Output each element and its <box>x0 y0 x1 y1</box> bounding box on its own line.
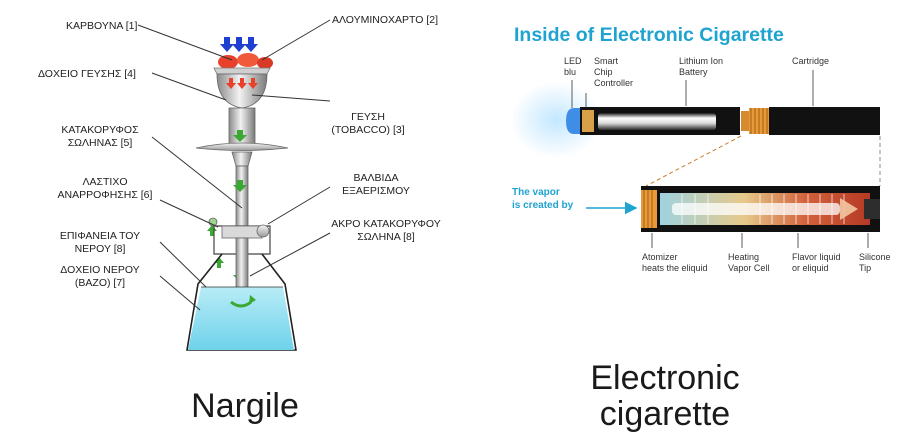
label-water-surface-line1: ΕΠΙΦΑΝΕΙΑ ΤΟΥ <box>59 230 141 242</box>
ecig-title: Inside of Electronic Cigarette <box>514 24 784 46</box>
heat-arrows <box>226 78 258 89</box>
label-silicone-line1: Silicone <box>859 252 891 262</box>
label-atomizer-line1: Atomizer <box>642 252 678 262</box>
label-flavor-bowl: ΔΟΧΕΙΟ ΓΕΥΣΗΣ [4] <box>38 68 136 80</box>
label-water-vase: ΔΟΧΕΙΟ ΝΕΡΟΥ (ΒΑΖΟ) [7] <box>40 264 160 289</box>
label-vapor-line2: is created by <box>512 200 574 211</box>
label-atomizer: Atomizer heats the eliquid <box>642 252 708 274</box>
label-vapor-line1: The vapor <box>512 187 560 198</box>
led-tip <box>566 108 580 134</box>
airflow-down-arrows <box>220 37 258 52</box>
led-glow <box>510 82 602 158</box>
label-stem-tip: ΑΚΡΟ ΚΑΤΑΚΟΡΥΦΟΥ ΣΩΛΗΝΑ [8] <box>326 218 446 243</box>
label-tobacco: ΓΕΥΣΗ (TOBACCO) [3] <box>323 111 413 136</box>
coal-pieces <box>218 53 273 69</box>
label-heating-line1: Heating <box>728 252 760 262</box>
label-flavor-line1: Flavor liquid <box>792 252 841 262</box>
water <box>188 287 294 350</box>
label-water-surface: ΕΠΙΦΑΝΕΙΑ ΤΟΥ ΝΕΡΟΥ [8] <box>40 230 160 255</box>
label-led-line1: LED <box>564 56 582 66</box>
label-water-vase-line1: ΔΟΧΕΙΟ ΝΕΡΟΥ <box>60 264 140 276</box>
label-heating: Heating Vapor Cell <box>728 252 769 274</box>
ecig-caption-line2: cigarette <box>599 395 731 433</box>
label-flavor: Flavor liquid or eliquid <box>792 252 841 274</box>
ash-tray <box>195 142 289 151</box>
purge-valve <box>256 224 270 238</box>
ecig-caption: Electronic cigarette <box>555 360 775 432</box>
ecig-drawing <box>510 82 881 232</box>
nargile-drawing <box>186 37 297 351</box>
label-vertical-stem: ΚΑΤΑΚΟΡΥΦΟΣ ΣΩΛΗΝΑΣ [5] <box>45 124 155 149</box>
label-vertical-stem-line1: ΚΑΤΑΚΟΡΥΦΟΣ <box>61 124 139 136</box>
cartridge-body <box>769 107 880 135</box>
label-atomizer-line2: heats the eliquid <box>642 263 708 273</box>
label-led: LED blu <box>564 56 582 78</box>
nargile-caption: Nargile <box>191 387 299 425</box>
label-coal: ΚΑΡΒΟΥΝΑ [1] <box>66 20 138 32</box>
label-tobacco-line2: (TOBACCO) [3] <box>331 123 405 136</box>
label-battery-line2: Battery <box>679 67 708 77</box>
label-chip: Smart Chip Controller <box>594 56 633 89</box>
label-purge-valve: ΒΑΛΒΙΔΑ ΕΞΑΕΡΙΣΜΟΥ <box>336 172 416 197</box>
label-hose-line2: ΑΝΑΡΡΟΦΗΣΗΣ [6] <box>57 188 153 201</box>
label-chip-line2: Chip <box>594 67 613 77</box>
bowl-neck <box>228 107 256 147</box>
label-stem-tip-line1: ΑΚΡΟ ΚΑΤΑΚΟΡΥΦΟΥ <box>331 218 441 230</box>
label-silicone: Silicone Tip <box>859 252 891 274</box>
nargile-leader-lines <box>137 19 331 311</box>
aluminium-foil <box>213 67 271 75</box>
label-led-line2: blu <box>564 67 577 77</box>
thread-connector <box>741 108 769 134</box>
label-vertical-stem-line2: ΣΩΛΗΝΑΣ [5] <box>67 136 133 149</box>
label-heating-line2: Vapor Cell <box>728 263 770 273</box>
label-hose: ΛΑΣΤΙΧΟ ΑΝΑΡΡΟΦΗΣΗΣ [6] <box>50 176 160 201</box>
label-vapor: The vapor is created by <box>512 186 573 212</box>
cartridge-closeup <box>641 186 880 232</box>
battery-cell <box>598 113 716 130</box>
label-chip-line3: Controller <box>594 78 634 88</box>
label-flavor-line2: or eliquid <box>792 263 829 273</box>
label-cartridge: Cartridge <box>792 56 830 66</box>
label-purge-valve-line1: ΒΑΛΒΙΔΑ <box>353 172 399 184</box>
stem-collar <box>231 151 253 167</box>
ecig-leader-lines <box>571 70 869 248</box>
label-stem-tip-line2: ΣΩΛΗΝΑ [8] <box>357 230 415 243</box>
label-purge-valve-line2: ΕΞΑΕΡΙΣΜΟΥ <box>342 184 410 197</box>
label-tobacco-line1: ΓΕΥΣΗ <box>351 111 385 123</box>
label-foil: ΑΛΟΥΜΙΝΟΧΑΡΤΟ [2] <box>332 14 439 26</box>
label-battery-line1: Lithium Ion <box>679 56 724 66</box>
label-battery: Lithium Ion Battery <box>679 56 723 78</box>
label-chip-line1: Smart <box>594 56 619 66</box>
ecig-caption-line1: Electronic <box>590 359 740 397</box>
label-water-surface-line2: ΝΕΡΟΥ [8] <box>74 242 126 255</box>
label-hose-line1: ΛΑΣΤΙΧΟ <box>82 176 128 188</box>
vertical-stem <box>235 165 249 227</box>
label-silicone-line2: Tip <box>859 263 872 273</box>
label-water-vase-line2: (ΒΑΖΟ) [7] <box>74 276 126 289</box>
